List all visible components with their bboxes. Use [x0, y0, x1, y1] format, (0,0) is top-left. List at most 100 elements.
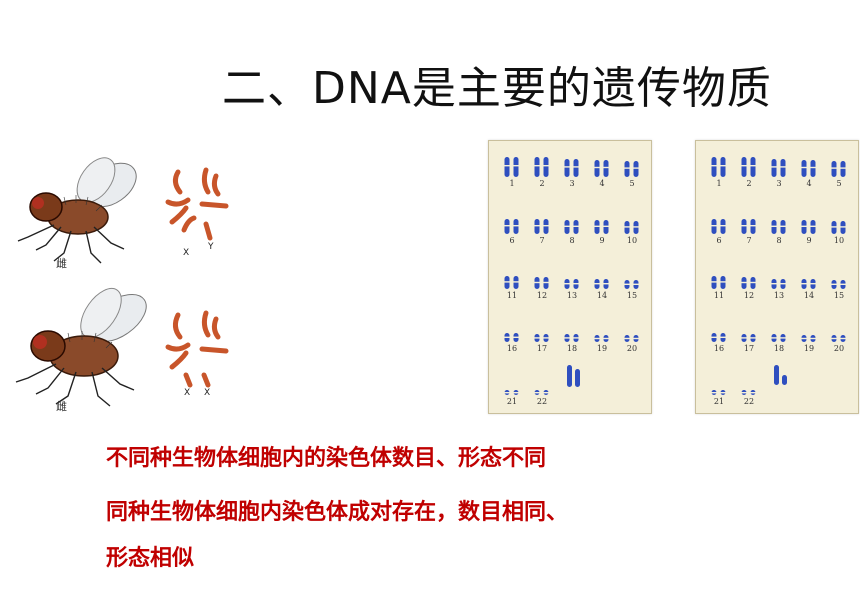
chromosome-pair-glyph — [711, 276, 726, 289]
chromosome-pair: 6 — [499, 212, 525, 250]
chromosome-pair: 9 — [796, 212, 822, 250]
chromosome-pair: 18 — [559, 320, 585, 358]
chromosome-pair-glyph — [624, 221, 639, 234]
x-chromosome-label: X — [183, 248, 190, 258]
chromosome-number: 12 — [743, 291, 755, 300]
chromosome-number: 20 — [626, 344, 638, 353]
chromosome-pair: 3 — [559, 155, 585, 193]
chromosome-pair-glyph — [504, 276, 519, 289]
chromosome-pair: 7 — [736, 212, 762, 250]
chromosome-number: 7 — [746, 236, 752, 245]
chromosome-pair-glyph — [771, 279, 786, 289]
chromosome-pair-glyph — [624, 335, 639, 342]
chromosome-pair-glyph — [831, 335, 846, 342]
fly-chromosome-set-xx — [165, 310, 229, 388]
chromosome-number: 8 — [569, 236, 575, 245]
chromosome-pair: 18 — [766, 320, 792, 358]
fly-sex-label: 雌 — [56, 400, 67, 413]
chromosome-pair: 1 — [706, 155, 732, 193]
chromosome-pair-glyph — [741, 277, 756, 289]
chromosome-pair: 5 — [619, 155, 645, 193]
chromosome-pair-glyph — [534, 157, 549, 177]
chromosome-pair: 11 — [499, 267, 525, 305]
chromosome-number: 15 — [833, 291, 845, 300]
statement-different-species: 不同种生物体细胞内的染色体数目、形态不同 — [106, 446, 547, 471]
chromosome-pair: 8 — [559, 212, 585, 250]
chromosome-pair-glyph — [624, 161, 639, 177]
chromosome-pair: 10 — [826, 212, 852, 250]
chromosome-pair-glyph — [711, 333, 726, 342]
chromosome-number: 17 — [743, 344, 755, 353]
y-chromosome-label: Y — [208, 242, 214, 252]
chromosome-number: 11 — [506, 291, 518, 300]
chromosome-number: 6 — [716, 236, 722, 245]
chromosome-pair-glyph — [594, 279, 609, 289]
chromosome-pair: 13 — [766, 267, 792, 305]
chromosome-pair-glyph — [594, 220, 609, 234]
chromosome-number: 8 — [776, 236, 782, 245]
chromosome-number: 1 — [716, 179, 722, 188]
x-chromosome-label: X — [204, 388, 211, 398]
fly-sex-label: 雌 — [56, 257, 67, 270]
sex-chromosome-pair — [768, 363, 794, 401]
chromosome-pair: 16 — [499, 320, 525, 358]
fruit-fly-illustration — [15, 288, 147, 407]
chromosome-pair-glyph — [741, 157, 756, 177]
x-chromosome-label: X — [184, 388, 191, 398]
chromosome-pair-glyph — [534, 390, 549, 395]
chromosome-number: 5 — [629, 179, 635, 188]
chromosome-pair-glyph — [504, 157, 519, 177]
chromosome-number: 20 — [833, 344, 845, 353]
chromosome-pair-glyph — [801, 335, 816, 342]
chromosome-pair: 5 — [826, 155, 852, 193]
chromosome-number: 13 — [773, 291, 785, 300]
chromosome-pair: 16 — [706, 320, 732, 358]
chromosome-pair-glyph — [564, 220, 579, 234]
chromosome-pair: 13 — [559, 267, 585, 305]
chromosome-pair: 10 — [619, 212, 645, 250]
chromosome-number: 10 — [626, 236, 638, 245]
chromosome-number: 19 — [803, 344, 815, 353]
chromosome-pair: 20 — [619, 320, 645, 358]
chromosome-pair-glyph — [711, 157, 726, 177]
chromosome-pair: 7 — [529, 212, 555, 250]
chromosome-number: 12 — [536, 291, 548, 300]
chromosome-pair-glyph — [801, 160, 816, 177]
chromosome-pair: 2 — [736, 155, 762, 193]
chromosome-pair: 1 — [499, 155, 525, 193]
chromosome-pair: 6 — [706, 212, 732, 250]
chromosome-number: 2 — [539, 179, 545, 188]
chromosome-pair-glyph — [564, 279, 579, 289]
chromosome-number: 21 — [713, 397, 725, 406]
chromosome-pair: 15 — [619, 267, 645, 305]
chromosome-pair-glyph — [594, 160, 609, 177]
chromosome-number: 9 — [599, 236, 605, 245]
chromosome-pair-glyph — [741, 334, 756, 342]
sex-chromosome-glyph — [774, 365, 787, 385]
chromosome-number: 4 — [599, 179, 605, 188]
chromosome-pair-glyph — [831, 221, 846, 234]
chromosome-pair-glyph — [771, 334, 786, 342]
chromosome-number: 16 — [506, 344, 518, 353]
slide-title: 二、DNA是主要的遗传物质 — [222, 63, 772, 114]
chromosome-pair: 22 — [529, 373, 555, 411]
chromosome-pair-glyph — [504, 333, 519, 342]
fruit-fly-illustration — [17, 157, 137, 264]
chromosome-number: 14 — [596, 291, 608, 300]
statement-same-species: 同种生物体细胞内染色体成对存在，数目相同、 — [106, 500, 569, 525]
chromosome-number: 18 — [773, 344, 785, 353]
chromosome-pair: 19 — [589, 320, 615, 358]
chromosome-number: 19 — [596, 344, 608, 353]
chromosome-number: 15 — [626, 291, 638, 300]
chromosome-number: 5 — [836, 179, 842, 188]
chromosome-number: 2 — [746, 179, 752, 188]
chromosome-number: 22 — [743, 397, 755, 406]
chromosome-pair: 11 — [706, 267, 732, 305]
chromosome-pair-glyph — [504, 219, 519, 234]
chromosome-number: 17 — [536, 344, 548, 353]
chromosome-pair-glyph — [534, 219, 549, 234]
chromosome-pair: 19 — [796, 320, 822, 358]
sex-chromosome-pair — [561, 363, 587, 401]
chromosome-pair-glyph — [801, 279, 816, 289]
